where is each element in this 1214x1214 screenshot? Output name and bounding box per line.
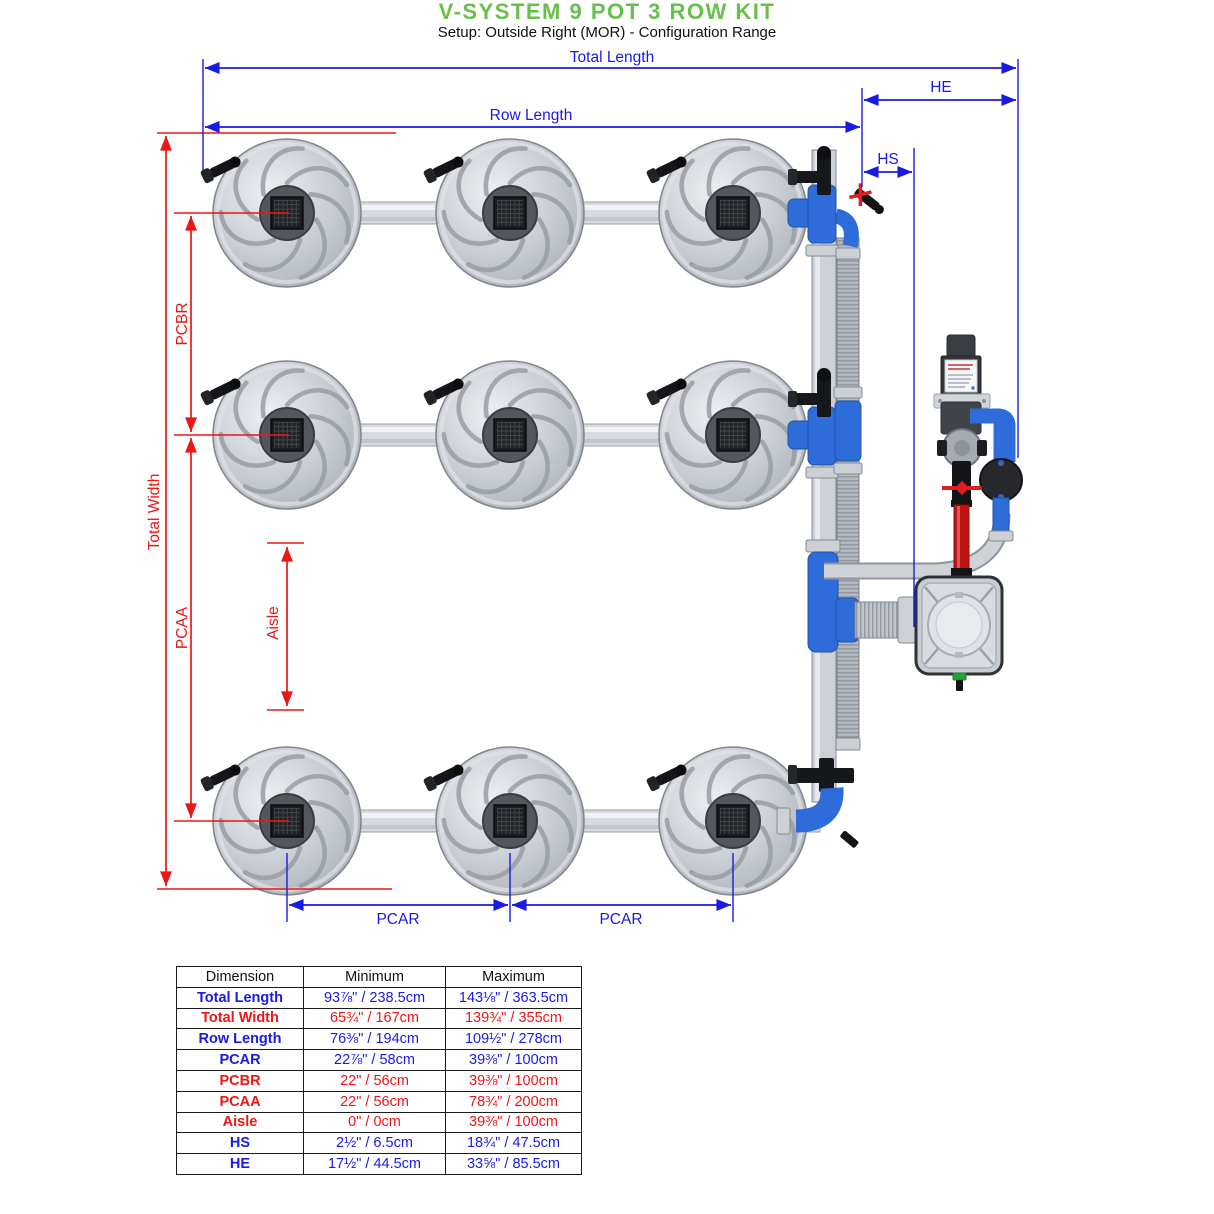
reservoir-tank bbox=[914, 575, 1004, 691]
fill-pipe bbox=[953, 504, 970, 573]
table-header-dimension: Dimension bbox=[176, 966, 304, 988]
table-header-maximum: Maximum bbox=[445, 966, 582, 988]
table-cell-dimension: PCAA bbox=[176, 1090, 304, 1113]
pot bbox=[423, 746, 584, 895]
table-cell-dimension: Total Width bbox=[176, 1007, 304, 1030]
aisle-label: Aisle bbox=[265, 606, 282, 640]
table-cell-dimension: Aisle bbox=[176, 1111, 304, 1134]
manifold-assembly bbox=[776, 146, 917, 848]
hs-label: HS bbox=[877, 151, 899, 168]
table-cell-minimum: 22" / 56cm bbox=[303, 1090, 446, 1113]
total-length-label: Total Length bbox=[570, 49, 654, 66]
table-cell-dimension: PCBR bbox=[176, 1069, 304, 1092]
table-cell-minimum: 76⅜" / 194cm bbox=[303, 1028, 446, 1051]
table-cell-maximum: 139¾" / 355cm bbox=[445, 1007, 582, 1030]
pcbr-label: PCBR bbox=[174, 302, 191, 345]
table-cell-minimum: 65¾" / 167cm bbox=[303, 1007, 446, 1030]
table-cell-minimum: 93⅞" / 238.5cm bbox=[303, 986, 446, 1009]
table-header-row: Dimension Minimum Maximum bbox=[176, 966, 582, 988]
pcar-right-label: PCAR bbox=[599, 911, 642, 928]
table-cell-maximum: 78¾" / 200cm bbox=[445, 1090, 582, 1113]
table-header-minimum: Minimum bbox=[303, 966, 446, 988]
table-cell-maximum: 39⅜" / 100cm bbox=[445, 1069, 582, 1092]
total-width-label: Total Width bbox=[146, 474, 163, 551]
drain-fitting-icon bbox=[840, 830, 859, 848]
table-cell-maximum: 39⅜" / 100cm bbox=[445, 1049, 582, 1071]
table-cell-dimension: PCAR bbox=[176, 1049, 304, 1071]
table-cell-maximum: 143⅛" / 363.5cm bbox=[445, 986, 582, 1009]
pump-assembly bbox=[824, 334, 1023, 580]
pot bbox=[646, 360, 807, 509]
page-subtitle: Setup: Outside Right (MOR) - Configurati… bbox=[437, 24, 777, 41]
valve-icon bbox=[848, 183, 884, 215]
page-header: V-SYSTEM 9 POT 3 ROW KIT Setup: Outside … bbox=[0, 0, 1214, 41]
return-hose bbox=[836, 237, 860, 751]
table-cell-minimum: 2½" / 6.5cm bbox=[303, 1132, 446, 1155]
pot bbox=[646, 138, 807, 287]
table-cell-dimension: Row Length bbox=[176, 1028, 304, 1051]
he-label: HE bbox=[930, 79, 952, 96]
table-cell-minimum: 0" / 0cm bbox=[303, 1111, 446, 1134]
table-cell-maximum: 18¾" / 47.5cm bbox=[445, 1132, 582, 1155]
table-cell-dimension: HE bbox=[176, 1153, 304, 1175]
bottom-tee-valve bbox=[788, 758, 854, 792]
dimensions-red: Total Width PCBR PCAA Aisle bbox=[146, 132, 396, 890]
row-length-label: Row Length bbox=[490, 107, 573, 124]
pcaa-label: PCAA bbox=[174, 606, 191, 649]
row-pipes bbox=[239, 201, 821, 833]
pot bbox=[423, 360, 584, 509]
table-cell-maximum: 39⅜" / 100cm bbox=[445, 1111, 582, 1134]
table-cell-minimum: 22⅞" / 58cm bbox=[303, 1049, 446, 1071]
pot-grid bbox=[200, 138, 807, 895]
table-cell-minimum: 17½" / 44.5cm bbox=[303, 1153, 446, 1175]
dimensions-blue: Total Length HE Row Length HS PCAR PCAR bbox=[202, 49, 1019, 928]
pcar-left-label: PCAR bbox=[376, 911, 419, 928]
pot bbox=[423, 138, 584, 287]
table-cell-maximum: 33⅝" / 85.5cm bbox=[445, 1153, 582, 1175]
table-cell-maximum: 109½" / 278cm bbox=[445, 1028, 582, 1051]
page-title: V-SYSTEM 9 POT 3 ROW KIT bbox=[438, 0, 776, 24]
table-cell-dimension: Total Length bbox=[176, 986, 304, 1009]
table-cell-dimension: HS bbox=[176, 1132, 304, 1155]
table-cell-minimum: 22" / 56cm bbox=[303, 1069, 446, 1092]
